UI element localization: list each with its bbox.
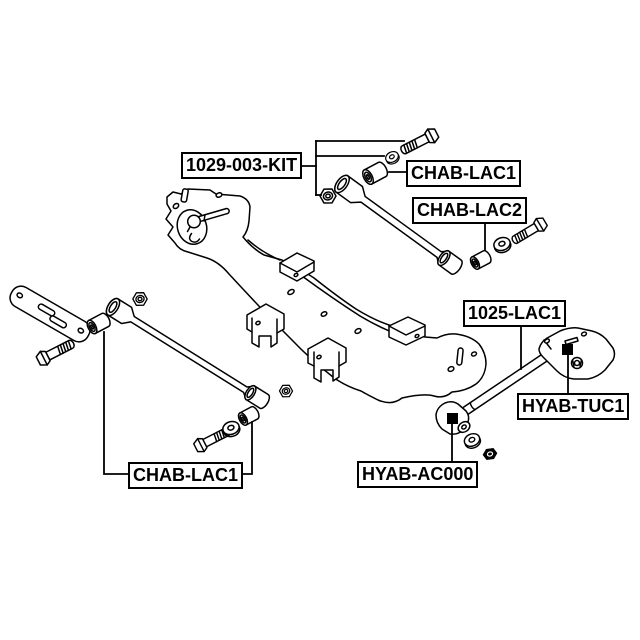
bushing-chab-lac2 (469, 249, 492, 270)
label-chab-lac1-bottom: CHAB-LAC1 (128, 462, 243, 489)
marker-hyab-tuc1 (562, 344, 573, 355)
bushing-kit (361, 161, 389, 186)
bolt-upper-arm (397, 125, 441, 159)
bushing-lower-arm-left (86, 312, 111, 335)
bracket-left (246, 303, 285, 348)
nut-lower-arm-left (130, 289, 150, 309)
stud-mount (176, 207, 230, 245)
trailing-arm-bracket (538, 327, 616, 380)
label-1029-003-kit: 1029-003-KIT (181, 152, 303, 179)
label-chab-lac1-top: CHAB-LAC1 (406, 160, 521, 187)
label-hyab-ac000: HYAB-AC000 (357, 461, 479, 488)
nut-trailing-arm-black (482, 447, 498, 461)
bolt-mount-plate (34, 335, 78, 369)
mount-plate (9, 285, 91, 343)
label-hyab-tuc1: HYAB-TUC1 (517, 393, 630, 420)
marker-hyab-ac000 (447, 413, 458, 424)
bracket-upper (279, 252, 315, 282)
lateral-arm-lower (105, 297, 271, 410)
bracket-middle (307, 337, 347, 383)
washer-chab-lac2 (491, 234, 514, 256)
label-1025-lac1: 1025-LAC1 (463, 300, 567, 327)
washer-kit (383, 148, 402, 167)
crossmember (165, 188, 487, 404)
lateral-arm-upper (334, 174, 463, 275)
bushing-lower-arm-right (237, 405, 260, 426)
nut-lower-arm-right (277, 382, 295, 400)
bracket-right (388, 316, 426, 346)
label-chab-lac2: CHAB-LAC2 (412, 197, 527, 224)
washer-trailing-arm (461, 430, 484, 452)
leader-lines (103, 140, 569, 475)
